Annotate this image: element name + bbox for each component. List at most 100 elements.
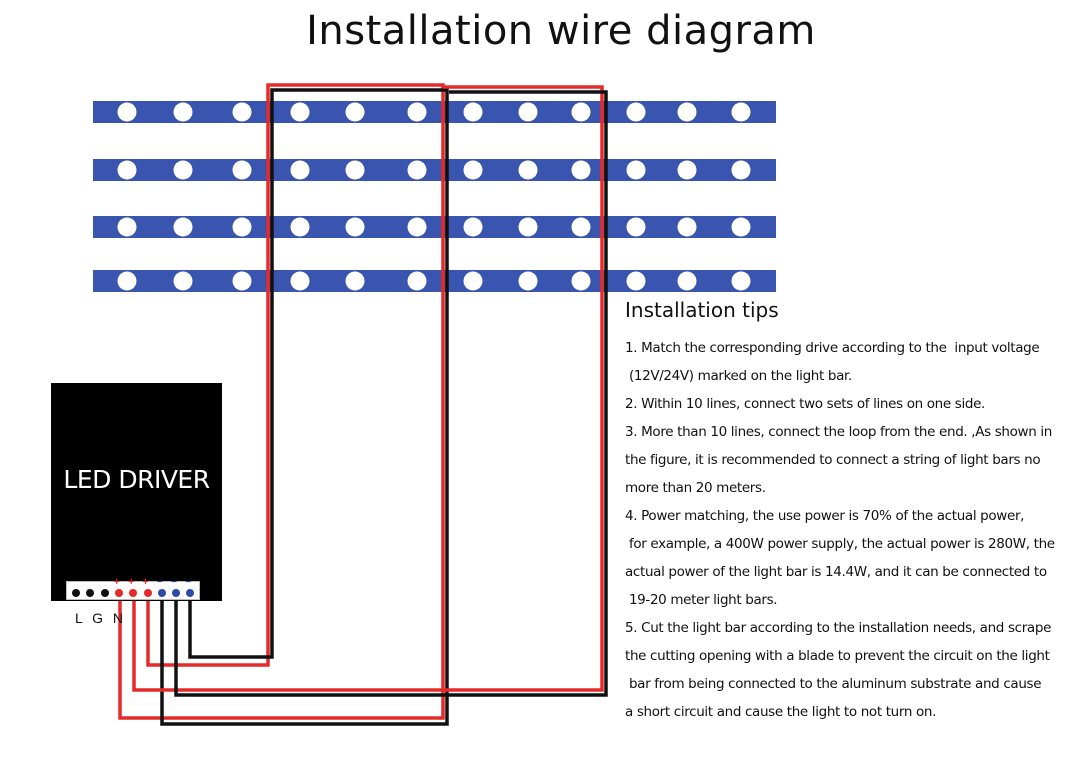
- led-dot: [290, 102, 310, 122]
- strip-body: [93, 270, 776, 292]
- led-dot: [232, 271, 252, 291]
- positive-wire: [132, 85, 604, 692]
- led-dot: [731, 102, 751, 122]
- tip-line: actual power of the light bar is 14.4W, …: [625, 564, 1047, 580]
- terminal-ac: [72, 589, 80, 597]
- led-dot: [117, 271, 137, 291]
- led-dot: [626, 271, 646, 291]
- led-strips: [93, 101, 776, 292]
- terminal-block: +++−−−: [66, 577, 200, 600]
- tip-line: the figure, it is recommended to connect…: [625, 452, 1041, 468]
- led-dot: [290, 217, 310, 237]
- led-dot: [407, 271, 427, 291]
- terminal-ac: [100, 589, 109, 597]
- negative-wire: [160, 88, 449, 726]
- led-dot: [345, 271, 365, 291]
- led-dot: [407, 160, 427, 180]
- terminal-ac: [86, 589, 95, 597]
- led-dot: [626, 160, 646, 180]
- strip-body: [93, 101, 776, 123]
- tip-line: the cutting opening with a blade to prev…: [625, 648, 1050, 664]
- led-dot: [232, 160, 252, 180]
- positive-wire: [118, 83, 445, 720]
- terminal-negative: [172, 589, 181, 597]
- wires: [118, 83, 608, 726]
- tip-line: 3. More than 10 lines, connect the loop …: [625, 424, 1052, 440]
- led-dot: [290, 160, 310, 180]
- tip-line: 5. Cut the light bar according to the in…: [625, 620, 1052, 636]
- led-dot: [626, 217, 646, 237]
- led-dot: [463, 102, 483, 122]
- led-driver-label: LED DRIVER: [63, 465, 210, 494]
- led-dot: [232, 217, 252, 237]
- terminal-sign: +: [113, 577, 120, 588]
- led-dot: [677, 271, 697, 291]
- led-dot: [677, 102, 697, 122]
- diagram-title: Installation wire diagram: [306, 8, 816, 54]
- led-dot: [731, 271, 751, 291]
- led-dot: [518, 271, 538, 291]
- led-dot: [117, 217, 137, 237]
- led-dot: [407, 102, 427, 122]
- led-strip: [93, 216, 776, 238]
- ac-terminals-label: L G N: [75, 610, 127, 626]
- led-dot: [571, 271, 591, 291]
- led-dot: [173, 217, 193, 237]
- led-dot: [677, 217, 697, 237]
- tip-line: a short circuit and cause the light to n…: [625, 704, 937, 720]
- tip-line: 19-20 meter light bars.: [625, 592, 778, 608]
- led-dot: [518, 102, 538, 122]
- led-dot: [571, 102, 591, 122]
- led-dot: [731, 217, 751, 237]
- led-dot: [173, 271, 193, 291]
- tip-line: (12V/24V) marked on the light bar.: [625, 368, 852, 384]
- led-dot: [731, 160, 751, 180]
- led-dot: [518, 217, 538, 237]
- led-dot: [677, 160, 697, 180]
- tips-list: 1. Match the corresponding drive accordi…: [625, 334, 1075, 726]
- led-dot: [173, 160, 193, 180]
- led-strip: [93, 159, 776, 181]
- led-dot: [463, 160, 483, 180]
- led-dot: [173, 102, 193, 122]
- tip-line: bar from being connected to the aluminum…: [625, 676, 1042, 692]
- terminal-sign: −: [171, 577, 177, 588]
- strip-body: [93, 216, 776, 238]
- led-dot: [345, 102, 365, 122]
- led-dot: [117, 102, 137, 122]
- led-dot: [290, 271, 310, 291]
- led-dot: [463, 271, 483, 291]
- terminal-negative: [157, 589, 166, 597]
- terminal-positive: [129, 589, 138, 597]
- terminal-sign: +: [128, 577, 135, 588]
- terminal-positive: [114, 589, 123, 597]
- led-driver: LED DRIVER +++−−−: [51, 383, 222, 601]
- tips-heading: Installation tips: [625, 298, 779, 322]
- negative-wire: [174, 90, 608, 697]
- tip-line: for example, a 400W power supply, the ac…: [625, 536, 1055, 552]
- led-dot: [626, 102, 646, 122]
- led-dot: [571, 217, 591, 237]
- tip-line: 2. Within 10 lines, connect two sets of …: [625, 396, 985, 412]
- terminal-sign: −: [185, 577, 192, 588]
- led-dot: [571, 160, 591, 180]
- led-dot: [345, 160, 365, 180]
- installation-tips: Installation tips 1. Match the correspon…: [625, 298, 1075, 726]
- terminal-positive: [143, 589, 152, 597]
- tip-line: 4. Power matching, the use power is 70% …: [625, 508, 1025, 524]
- strip-body: [93, 159, 776, 181]
- led-dot: [518, 160, 538, 180]
- led-strip: [93, 101, 776, 123]
- led-dot: [117, 160, 137, 180]
- terminal-negative: [186, 589, 195, 597]
- led-dot: [345, 217, 365, 237]
- terminal-sign: +: [142, 577, 149, 588]
- terminal-sign: −: [156, 577, 163, 588]
- led-dot: [232, 102, 252, 122]
- led-strip: [93, 270, 776, 292]
- led-dot: [407, 217, 427, 237]
- tip-line: more than 20 meters.: [625, 480, 766, 496]
- led-dot: [463, 217, 483, 237]
- tip-line: 1. Match the corresponding drive accordi…: [625, 340, 1040, 356]
